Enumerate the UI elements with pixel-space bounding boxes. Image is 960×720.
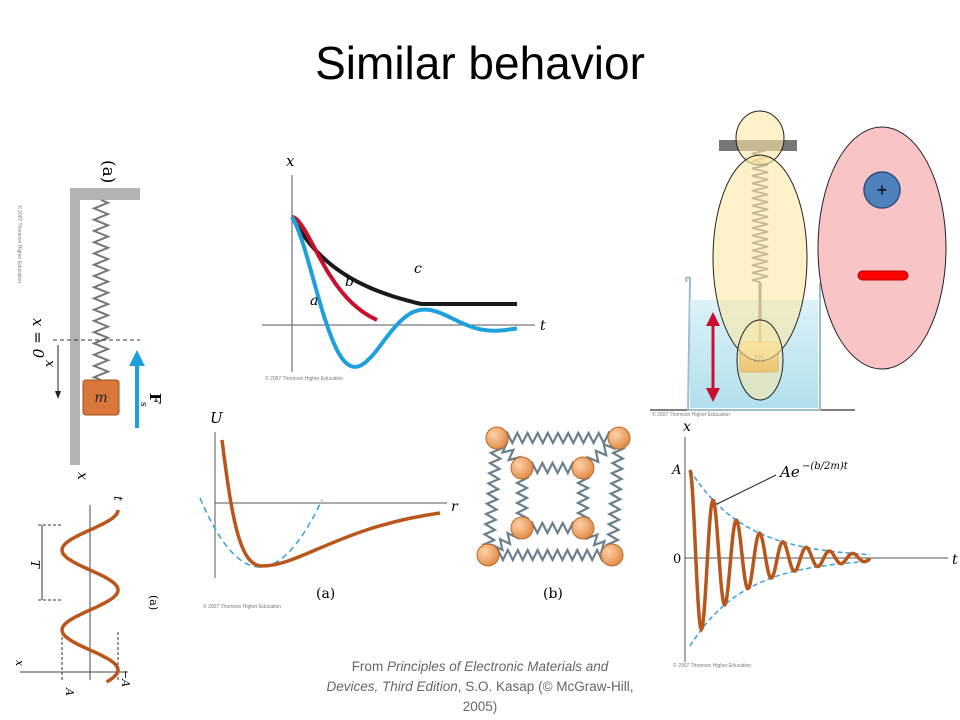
lattice-atom	[476, 543, 500, 567]
displacement-label: x	[42, 360, 57, 368]
highlight-mass	[736, 319, 784, 401]
negative-charge	[857, 270, 909, 281]
beaker-copyright: © 2007 Thomson Higher Education	[652, 411, 730, 418]
force-label: F	[146, 393, 164, 404]
sho-t-label: t	[111, 496, 125, 501]
upper-envelope	[689, 469, 871, 556]
lattice-atom	[510, 456, 534, 480]
lattice-atom	[607, 426, 631, 450]
sho-amp-label: A	[63, 687, 76, 696]
overdamped-curve	[290, 216, 517, 306]
damping-plot: x t a b c © 2007 Thomson Higher Educatio…	[262, 152, 546, 382]
potential-curve	[220, 439, 441, 568]
lattice-atom	[485, 426, 509, 450]
decay-curve	[688, 469, 872, 633]
damping-copyright: © 2007 Thomson Higher Education	[265, 375, 343, 382]
lattice-panel-label: (b)	[543, 586, 563, 602]
credit-prefix: From	[351, 659, 387, 674]
dipole-ellipse	[817, 126, 947, 370]
potential-copyright: © 2007 Thomson Higher Education	[203, 603, 281, 610]
decay-amp-label: A	[671, 463, 681, 478]
sho-curve	[60, 509, 120, 684]
beaker-outline	[685, 276, 831, 411]
sho-x-label: x	[13, 660, 26, 667]
curve-c-label: c	[414, 261, 422, 277]
spring	[91, 199, 111, 381]
wall	[70, 188, 140, 465]
decay-zero-label: 0	[673, 552, 681, 567]
lattice-spring	[481, 437, 504, 556]
credit-suffix: , S.O. Kasap (© McGraw-Hill, 2005)	[457, 679, 634, 714]
credit-book-title: Principles of Electronic Materials and D…	[326, 659, 609, 694]
lower-envelope	[689, 560, 871, 647]
copyright-note: © 2007 Thomson Higher Education	[16, 205, 23, 283]
lattice-spring	[605, 437, 626, 556]
underdamped-curve	[290, 215, 518, 369]
sho-neg-amp-label: −A	[119, 670, 132, 687]
decay-copyright: © 2007 Thomson Higher Education	[673, 662, 751, 669]
beaker-figure: m © 2007 Thomson Higher Education	[650, 110, 855, 418]
lattice-atom	[600, 543, 624, 567]
potential-panel-label: (a)	[316, 586, 335, 602]
decay-t-label: t	[952, 552, 958, 568]
spring-panel-label: (a)	[98, 160, 118, 183]
decay-x-label: x	[683, 419, 691, 435]
slide-title: Similar behavior	[315, 37, 645, 89]
potential-r-label: r	[451, 499, 459, 515]
mass-block	[82, 379, 120, 416]
envelope-pointer	[716, 474, 777, 505]
curve-b-label: b	[345, 274, 354, 290]
curve-a-label: a	[310, 293, 318, 309]
lattice-atom	[571, 456, 595, 480]
sho-panel-label: (a)	[147, 595, 160, 610]
envelope-label: Ae	[778, 463, 800, 481]
axis-x-label: x	[74, 472, 90, 480]
lattice-atom	[510, 516, 534, 540]
lattice-spring	[496, 430, 620, 446]
potential-energy-plot: U r (a) © 2007 Thomson Higher Education	[199, 409, 459, 610]
mass-label: m	[94, 390, 107, 406]
damping-t-label: t	[540, 318, 546, 334]
lattice-atom	[571, 516, 595, 540]
positive-charge	[863, 171, 901, 209]
envelope-exponent: −(b/2m)t	[802, 461, 849, 472]
damping-x-label: x	[286, 152, 295, 170]
spring-lattice: (b)	[476, 426, 631, 602]
critically-damped-curve	[291, 215, 378, 322]
spring-mass-figure: © 2007 Thomson Higher Education (a) m x …	[16, 160, 164, 480]
plus-sign: +	[877, 180, 888, 200]
zero-position-label: x = 0	[29, 318, 47, 359]
decay-plot: x t A 0 Ae −(b/2m)t © 2007 Thomson Highe…	[671, 419, 958, 669]
source-credit: From Principles of Electronic Materials …	[325, 657, 635, 717]
lattice-spring	[487, 547, 613, 563]
dipole-figure: +	[817, 126, 947, 370]
sho-period-label: T	[28, 560, 42, 569]
potential-u-label: U	[210, 409, 224, 427]
harmonic-motion-plot: t T x A −A (a)	[13, 496, 160, 696]
force-subscript: s	[138, 402, 148, 407]
